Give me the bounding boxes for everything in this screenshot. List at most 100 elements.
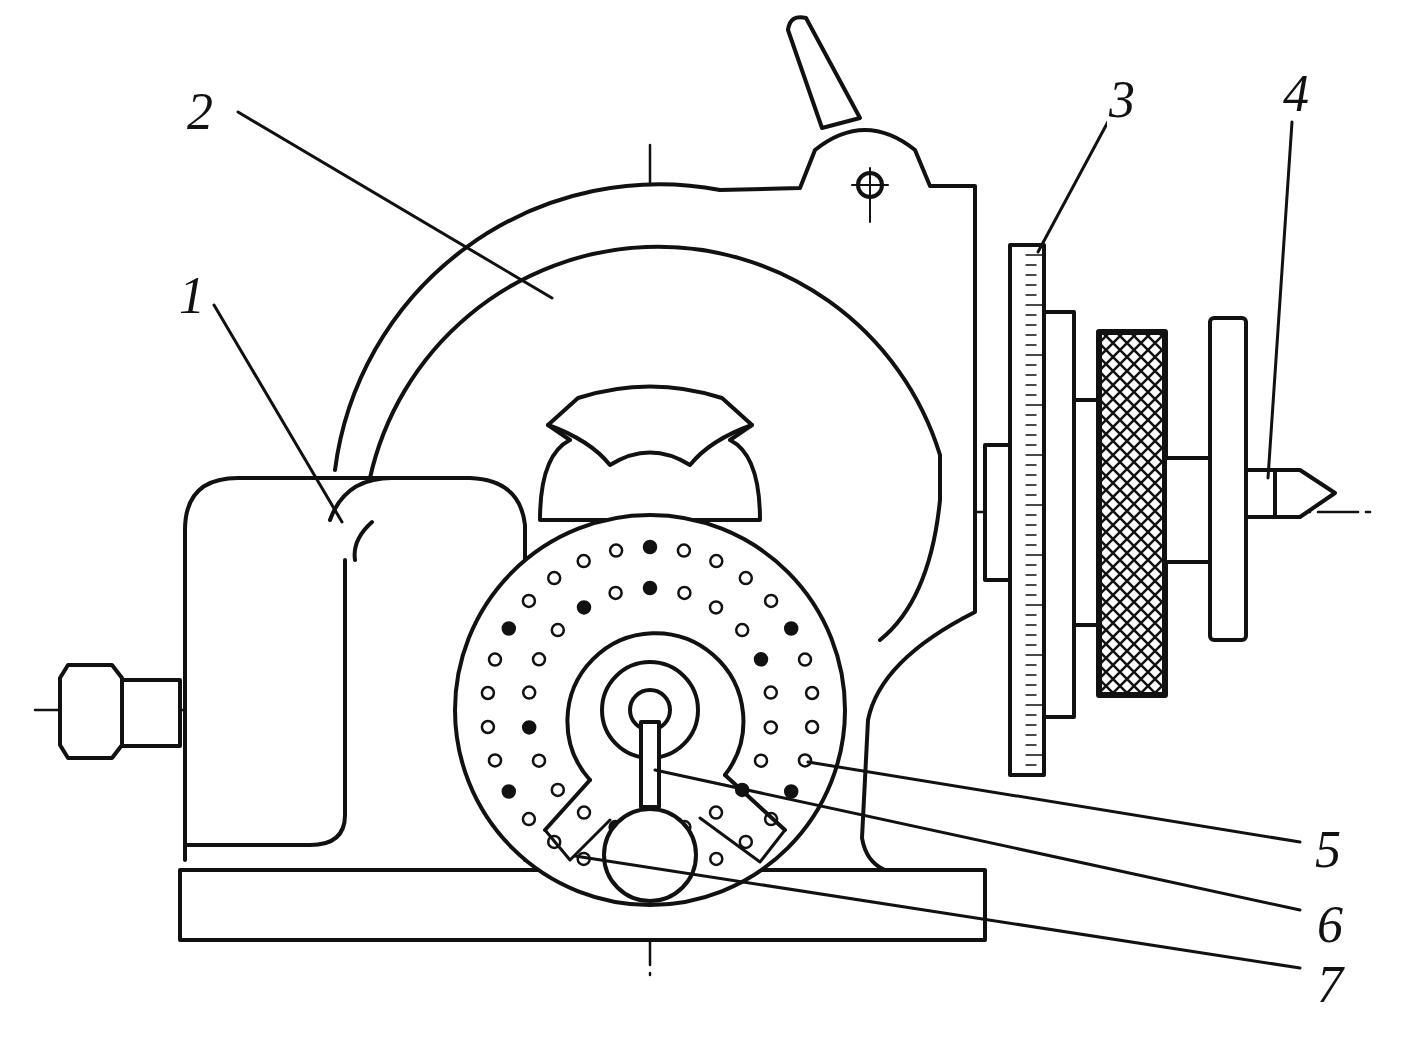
drawing-part: [1026, 484, 1036, 486]
drawing-part: [1026, 544, 1036, 546]
drawing-part: [503, 786, 515, 798]
drawing-part: [1026, 714, 1036, 716]
drawing-part: [1026, 664, 1036, 666]
drawing-part: [1026, 494, 1036, 496]
drawing-part: [1026, 634, 1036, 636]
drawing-part: [1026, 404, 1044, 406]
drawing-part: [806, 721, 818, 733]
callout-number: 4: [1281, 68, 1311, 120]
drawing-part: [1026, 344, 1036, 346]
drawing-part: [1026, 674, 1036, 676]
drawing-part: [1026, 644, 1036, 646]
drawing-part: [740, 836, 752, 848]
drawing-part: [785, 786, 797, 798]
callout-number: 6: [1315, 899, 1345, 951]
drawing-part: [1026, 514, 1036, 516]
drawing-part: [740, 572, 752, 584]
drawing-part: [523, 595, 535, 607]
drawing-part: [1026, 464, 1036, 466]
drawing-part: [482, 687, 494, 699]
drawing-part: [578, 807, 590, 819]
drawing-part: [533, 653, 545, 665]
callout-number: 2: [185, 86, 215, 138]
drawing-part: [644, 582, 656, 594]
drawing-part: [1026, 574, 1036, 576]
drawing-part: [1026, 334, 1036, 336]
locking-lever: [788, 17, 860, 128]
drawing-part: [736, 624, 748, 636]
drawing-part: [1026, 604, 1044, 606]
drawing-part: [523, 721, 535, 733]
drawing-part: [122, 680, 180, 746]
drawing-part: [1026, 704, 1044, 706]
drawing-part: [1026, 304, 1044, 306]
drawing-part: [523, 687, 535, 699]
drawing-part: [1026, 394, 1036, 396]
drawing-part: [523, 813, 535, 825]
drawing-part: [1026, 694, 1036, 696]
drawing-part: [1026, 454, 1044, 456]
drawing-part: [1026, 374, 1036, 376]
drawing-part: [799, 754, 811, 766]
drawing-part: [710, 853, 722, 865]
callout-number: 1: [177, 270, 207, 322]
drawing-part: [455, 515, 845, 905]
drawing-part: [1026, 414, 1036, 416]
drawing-part: [852, 184, 888, 186]
drawing-part: [1026, 584, 1036, 586]
drawing-part: [1026, 364, 1036, 366]
drawing-part: [641, 722, 659, 807]
drawing-part: [1038, 118, 1110, 252]
drawing-part: [552, 784, 564, 796]
drawing-part: [1026, 534, 1036, 536]
drawing-part: [765, 721, 777, 733]
drawing-part: [755, 653, 767, 665]
drawing-part: [710, 807, 722, 819]
index-plate: [455, 515, 845, 905]
drawing-part: [1026, 654, 1044, 656]
callout-number: 5: [1313, 824, 1343, 876]
drawing-part: [765, 595, 777, 607]
drawing-part: [1026, 624, 1036, 626]
drawing-part: [1026, 684, 1036, 686]
drawing-part: [1026, 444, 1036, 446]
drawing-part: [1026, 254, 1044, 256]
drawing-part: [765, 687, 777, 699]
drawing-part: [1268, 122, 1292, 478]
spindle-nose: [540, 387, 760, 521]
drawing-part: [578, 555, 590, 567]
drawing-part: [489, 754, 501, 766]
drawing-part: [1026, 724, 1036, 726]
drawing-part: [755, 755, 767, 767]
drawing-part: [489, 654, 501, 666]
drawing-part: [1026, 255, 1044, 775]
drawing-part: [785, 623, 797, 635]
drawing-part: [1026, 734, 1036, 736]
drawing-part: [575, 856, 1300, 968]
drawing-part: [238, 112, 552, 298]
drawing-part: [678, 587, 690, 599]
drawing-part: [548, 387, 752, 466]
drawing-part: [533, 755, 545, 767]
drawing-part: [1074, 400, 1099, 625]
drawing-part: [1026, 564, 1036, 566]
drawing-part: [808, 762, 1300, 842]
drawing-part: [552, 624, 564, 636]
drawing-part: [710, 601, 722, 613]
drawing-part: [1165, 458, 1210, 562]
drawing-part: [1026, 614, 1036, 616]
drawing-part: [503, 623, 515, 635]
drawing-part: [869, 168, 871, 222]
drawing-part: [1026, 264, 1036, 266]
drawing-part: [1026, 434, 1036, 436]
drawing-part: [578, 601, 590, 613]
drawing-part: [185, 522, 372, 845]
drawing-part: [1026, 424, 1036, 426]
drawing-part: [1099, 332, 1165, 695]
drawing-part: [482, 721, 494, 733]
drawing-part: [799, 654, 811, 666]
drawing-part: [1246, 470, 1335, 517]
drawing-part: [1026, 274, 1036, 276]
drawing-part: [1026, 474, 1036, 476]
